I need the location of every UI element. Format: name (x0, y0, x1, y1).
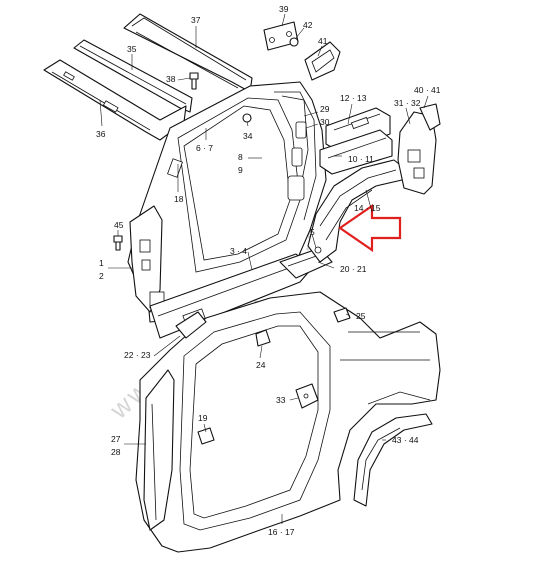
callout-45: 45 (114, 220, 124, 230)
clip-24-part (255, 329, 271, 347)
rear-panel-part (397, 103, 441, 195)
bracket-12-13-part (325, 107, 391, 153)
callout-19: 19 (198, 413, 208, 423)
callout-38: 38 (166, 74, 176, 84)
pillar-lower-part (129, 205, 165, 313)
callout-42: 42 (303, 20, 313, 30)
callout-43-44: 43 · 44 (392, 435, 419, 445)
callout-10-11: 10 · 11 (348, 154, 374, 164)
bracket-33-part (295, 383, 319, 409)
body-side-outer-part (135, 291, 441, 553)
callout-2: 2 (99, 271, 104, 281)
callout-18: 18 (174, 194, 184, 204)
pillar-strip-27-28-part (143, 369, 175, 531)
callout-1: 1 (99, 258, 104, 268)
callout-41: 41 (318, 36, 328, 46)
callout-8: 8 (238, 152, 243, 162)
callout-5: 5 (310, 227, 315, 237)
callout-35: 35 (127, 44, 137, 54)
roof-rail-upper-part (123, 13, 253, 93)
roof-rail-inner-part (73, 39, 193, 113)
callout-14-15: 14 · 15 (354, 203, 381, 213)
callout-30: 30 (320, 117, 330, 127)
callout-25: 25 (356, 311, 366, 321)
callout-31-32: 31 · 32 (394, 98, 421, 108)
wheel-arch-molding-part (353, 413, 433, 507)
callout-6-7: 6 · 7 (196, 143, 213, 153)
callout-labels: 37 39 42 41 35 38 36 12 · 13 40 · 41 31 … (96, 4, 441, 537)
callout-12-13: 12 · 13 (340, 93, 367, 103)
clip-25-part (333, 307, 351, 323)
roof-side-panel-part (43, 59, 187, 141)
callout-3-4: 3 · 4 (230, 246, 247, 256)
callout-20-21: 20 · 21 (340, 264, 367, 274)
callout-22-23: 22 · 23 (124, 350, 151, 360)
bracket-22-23-part (175, 311, 207, 339)
reinforcement-10-11-part (319, 129, 393, 175)
fuel-lid-41-part (304, 41, 341, 81)
callout-36: 36 (96, 129, 106, 139)
callout-29: 29 (320, 104, 330, 114)
clip-34-part (242, 113, 252, 123)
clip-42-part (289, 37, 299, 47)
callout-33: 33 (276, 395, 286, 405)
callout-37: 37 (191, 15, 201, 25)
callout-16-17: 16 · 17 (268, 527, 295, 537)
callout-24: 24 (256, 360, 266, 370)
callout-27: 27 (111, 434, 121, 444)
callout-40-41: 40 · 41 (414, 85, 441, 95)
clip-19-part (197, 427, 215, 445)
leader-lines (99, 13, 429, 524)
callout-39: 39 (279, 4, 289, 14)
callout-34: 34 (243, 131, 253, 141)
bolt-38-part (189, 72, 199, 90)
highlight-arrow (338, 203, 402, 253)
callout-28: 28 (111, 447, 121, 457)
bolt-45-part (113, 235, 123, 251)
callout-9: 9 (238, 165, 243, 175)
